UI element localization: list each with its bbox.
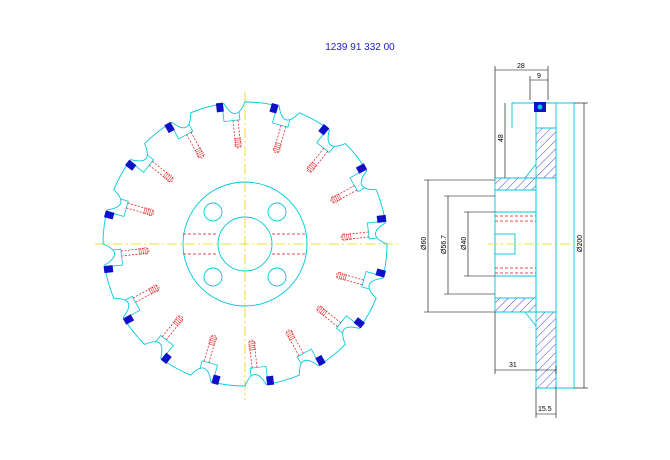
dim-dia-60: Ø60: [421, 237, 428, 250]
dim-48: 48: [498, 134, 505, 142]
insert-pocket: [164, 121, 205, 159]
cutting-insert: [353, 317, 366, 329]
insert-pocket: [103, 198, 155, 220]
dimension-lines: [424, 66, 588, 418]
cutting-insert: [122, 314, 135, 325]
insert-pocket: [155, 315, 184, 365]
insert-pocket: [103, 247, 150, 274]
dim-dia-40: Ø40: [461, 237, 468, 250]
insert-pocket: [285, 329, 326, 367]
cutting-insert: [215, 102, 224, 113]
cutting-insert: [103, 265, 114, 274]
insert-pocket: [306, 123, 335, 173]
hub-outer-circle: [182, 181, 308, 307]
cutter-body-outline: [102, 101, 388, 387]
dim-9: 9: [537, 73, 541, 80]
insert-pockets: [103, 102, 387, 386]
center-bore: [217, 216, 273, 272]
section-hidden-lines: [495, 215, 536, 274]
cutting-insert: [269, 102, 279, 114]
cutting-insert: [315, 354, 326, 367]
part-number-title: 1239 91 332 00: [325, 42, 395, 53]
dim-dia-56-7: Ø56.7: [441, 235, 448, 254]
dim-31: 31: [509, 362, 517, 369]
dim-15-5: 15.5: [538, 406, 552, 413]
insert-pocket: [330, 163, 368, 204]
section-outline: [494, 102, 575, 389]
cutting-insert: [355, 163, 368, 174]
cutting-insert: [376, 214, 387, 223]
cutter-section-view: 28 9 48 Ø60 Ø56.7 Ø40 Ø200 31 15.5: [421, 63, 588, 418]
insert-pocket: [248, 339, 275, 386]
bolt-holes: [203, 202, 287, 287]
section-hatch: [494, 127, 557, 389]
cutting-insert: [160, 352, 172, 365]
hub-hidden-lines: [183, 233, 307, 255]
insert-pocket: [124, 154, 174, 183]
cutting-insert: [164, 121, 175, 134]
section-insert-screw: [537, 104, 543, 110]
dim-dia-200: Ø200: [577, 235, 584, 252]
cutting-insert: [211, 374, 221, 386]
insert-pocket: [122, 284, 160, 325]
insert-pocket: [199, 334, 221, 386]
cutting-insert: [124, 159, 137, 171]
insert-pocket: [335, 268, 387, 290]
cutting-insert: [375, 268, 387, 278]
cutter-front-view: [95, 92, 400, 400]
insert-pocket: [316, 305, 366, 334]
cutting-insert: [266, 375, 275, 386]
insert-pocket: [340, 214, 387, 241]
cutting-insert: [103, 210, 115, 220]
insert-pocket: [215, 102, 242, 149]
dim-28: 28: [517, 63, 525, 70]
insert-pocket: [269, 102, 291, 154]
cutting-insert: [318, 123, 330, 136]
